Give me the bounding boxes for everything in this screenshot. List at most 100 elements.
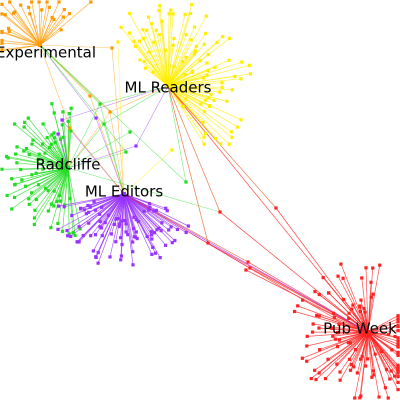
edge — [111, 47, 125, 195]
leaf-node-radcliffe — [52, 204, 56, 208]
leaf-node-pub-week — [317, 292, 321, 297]
leaf-node-radcliffe — [58, 137, 63, 141]
leaf-node-ml-readers — [132, 39, 136, 44]
edge — [9, 31, 41, 46]
edge — [39, 44, 127, 153]
leaf-node-pub-week — [373, 352, 377, 356]
edge — [14, 167, 69, 186]
leaf-node-pub-week — [339, 262, 343, 266]
leaf-node-ml-editors — [94, 255, 98, 259]
edge — [53, 167, 69, 207]
leaf-node-ml-readers — [203, 31, 208, 36]
edge — [145, 67, 169, 87]
leaf-node-ml-editors — [150, 233, 154, 237]
leaf-node-ml-readers — [218, 90, 222, 94]
leaf-node-radcliffe — [63, 203, 67, 207]
leaf-node-ml-readers — [227, 58, 231, 62]
edge — [99, 85, 169, 105]
edge — [109, 111, 125, 195]
leaf-node-ml-editors — [170, 241, 174, 245]
leaf-node-pub-week — [310, 330, 315, 334]
shared-node — [124, 150, 128, 154]
hub-node-radcliffe — [66, 166, 70, 170]
leaf-node-ml-editors — [151, 245, 155, 249]
edge — [86, 193, 125, 214]
leaf-node-pub-week — [396, 365, 400, 369]
leaf-node-radcliffe — [5, 193, 9, 198]
leaf-node-radcliffe — [53, 140, 57, 145]
edge — [142, 29, 169, 87]
edge — [4, 14, 41, 46]
leaf-node-ml-readers — [220, 81, 224, 85]
edge — [93, 193, 125, 252]
leaf-node-ml-editors — [93, 208, 97, 212]
leaf-node-radcliffe — [24, 146, 29, 151]
leaf-node-ml-editors — [184, 230, 188, 235]
edge — [123, 193, 166, 246]
leaf-node-pub-week — [364, 266, 368, 270]
leaf-node-pub-week — [371, 266, 375, 270]
edge — [67, 123, 105, 169]
leaf-node-ml-readers — [201, 76, 205, 80]
edge — [319, 331, 369, 351]
shared-node — [170, 148, 174, 152]
leaf-node-radcliffe — [14, 152, 18, 156]
leaf-node-pub-week — [384, 367, 389, 372]
leaf-node-ml-readers — [190, 70, 195, 75]
edge — [139, 40, 169, 87]
leaf-node-pub-week — [335, 330, 340, 335]
leaf-node-experimental — [50, 15, 54, 20]
leaf-node-ml-editors — [133, 235, 138, 239]
edge — [167, 85, 277, 209]
leaf-node-experimental — [28, 12, 32, 16]
edge — [167, 15, 207, 87]
leaf-node-pub-week — [300, 356, 304, 360]
edge — [123, 193, 369, 339]
leaf-node-pub-week — [359, 357, 363, 361]
edge — [20, 4, 41, 46]
leaf-node-pub-week — [331, 311, 336, 315]
leaf-node-ml-editors — [149, 230, 153, 234]
edge — [117, 41, 125, 195]
edge — [327, 331, 369, 360]
leaf-node-pub-week — [389, 369, 393, 373]
leaf-node-radcliffe — [37, 152, 41, 156]
edge — [39, 16, 64, 46]
leaf-node-ml-readers — [204, 14, 208, 18]
edge — [39, 44, 187, 183]
leaf-node-radcliffe — [52, 189, 56, 193]
shared-node — [116, 40, 120, 44]
edge — [39, 9, 65, 46]
leaf-node-pub-week — [315, 313, 319, 317]
edge — [61, 119, 69, 169]
edge — [159, 5, 169, 87]
leaf-node-pub-week — [347, 316, 351, 321]
leaf-node-ml-readers — [215, 40, 219, 45]
leaf-node-ml-readers — [239, 118, 243, 122]
leaf-node-experimental — [0, 2, 4, 6]
edge — [367, 331, 375, 375]
leaf-node-radcliffe — [41, 167, 45, 171]
leaf-node-ml-readers — [138, 58, 142, 62]
edge — [336, 331, 369, 365]
leaf-node-pub-week — [296, 304, 300, 308]
leaf-node-ml-editors — [87, 221, 91, 225]
leaf-node-radcliffe — [13, 183, 17, 187]
leaf-node-radcliffe — [60, 123, 64, 127]
leaf-node-ml-readers — [181, 60, 185, 64]
leaf-node-ml-readers — [225, 99, 229, 103]
shared-node — [94, 116, 98, 120]
leaf-node-radcliffe — [57, 193, 62, 198]
leaf-node-ml-readers — [149, 21, 154, 26]
bridge-node — [244, 268, 248, 272]
leaf-node-radcliffe — [40, 142, 45, 146]
leaf-node-radcliffe — [36, 183, 41, 187]
edge — [167, 36, 223, 87]
edge — [115, 193, 125, 242]
leaf-node-ml-editors — [119, 236, 123, 240]
edge — [367, 318, 399, 333]
shared-node — [60, 118, 64, 122]
leaf-node-pub-week — [313, 368, 317, 372]
edge — [66, 193, 125, 231]
leaf-node-ml-editors — [57, 204, 61, 208]
